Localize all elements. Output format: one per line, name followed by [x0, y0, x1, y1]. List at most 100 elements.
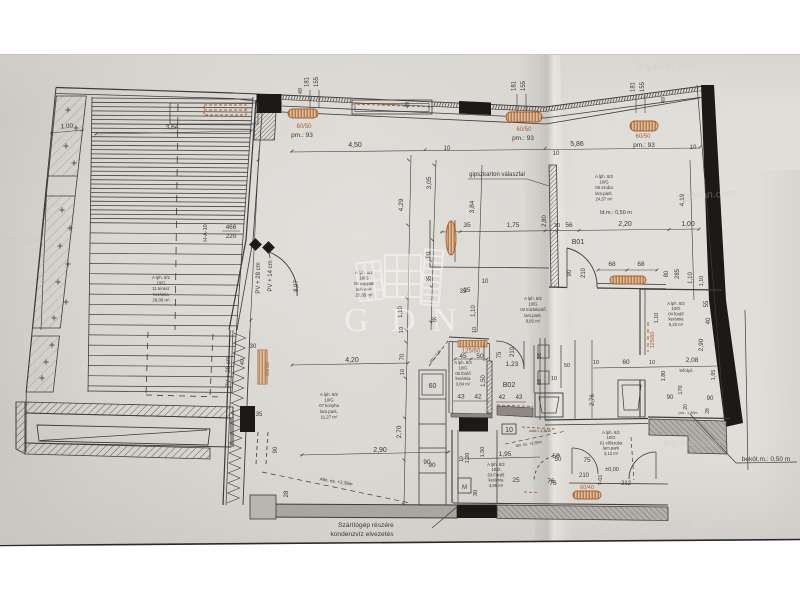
svg-text:lam.park.: lam.park. [595, 191, 613, 196]
svg-text:10/G: 10/G [156, 281, 166, 286]
svg-text:90: 90 [423, 459, 431, 466]
svg-text:ingatlan.com: ingatlan.com [637, 61, 697, 73]
svg-text:90: 90 [426, 251, 432, 258]
svg-text:49: 49 [240, 359, 246, 365]
svg-text:125/60: 125/60 [650, 332, 656, 349]
svg-text:68: 68 [637, 261, 645, 268]
svg-text:28: 28 [705, 408, 711, 414]
svg-text:10/G: 10/G [671, 306, 680, 311]
svg-text:2,08: 2,08 [686, 357, 699, 364]
svg-text:75: 75 [583, 457, 591, 464]
svg-text:80: 80 [664, 270, 670, 277]
svg-text:lefolyó: lefolyó [679, 368, 693, 373]
svg-text:10: 10 [649, 360, 655, 366]
svg-text:±0,00: ±0,00 [605, 467, 619, 473]
svg-text:181: 181 [631, 81, 637, 92]
svg-text:35: 35 [256, 412, 263, 418]
svg-text:ld.m.: 0,50 m: ld.m.: 0,50 m [600, 210, 632, 216]
svg-text:90: 90 [667, 395, 674, 401]
svg-text:76: 76 [549, 480, 557, 487]
svg-text:60: 60 [622, 359, 630, 366]
svg-text:1,10: 1,10 [398, 306, 404, 318]
svg-text:49: 49 [661, 97, 667, 103]
svg-text:1,00: 1,00 [681, 221, 695, 228]
svg-text:10: 10 [505, 427, 513, 434]
svg-text:ingatlan.com: ingatlan.com [631, 517, 691, 529]
svg-text:90: 90 [707, 396, 714, 402]
svg-text:1,50: 1,50 [480, 447, 486, 458]
svg-text:01 előszoba: 01 előszoba [600, 440, 623, 445]
svg-text:3,12 m²: 3,12 m² [604, 451, 619, 456]
svg-text:pm.: 1,30m: pm.: 1,30m [679, 411, 698, 415]
svg-text:T-01: T-01 [598, 474, 604, 485]
svg-text:42: 42 [474, 394, 482, 401]
svg-text:1,23: 1,23 [506, 361, 519, 368]
svg-text:40: 40 [706, 317, 712, 324]
svg-text:08 nappali: 08 nappali [354, 281, 374, 286]
svg-text:1,10: 1,10 [654, 313, 660, 324]
svg-text:10: 10 [551, 376, 557, 382]
svg-text:50: 50 [552, 453, 560, 460]
svg-text:1,75: 1,75 [507, 222, 520, 229]
svg-text:3,05: 3,05 [426, 176, 433, 189]
svg-text:B02: B02 [503, 382, 516, 389]
svg-text:kerámia: kerámia [489, 478, 505, 483]
svg-text:8,82 m²: 8,82 m² [526, 318, 541, 323]
svg-text:2,20: 2,20 [618, 221, 632, 228]
svg-text:ingatlan.com: ingatlan.com [676, 187, 736, 202]
svg-text:43: 43 [457, 394, 465, 401]
svg-text:lam.park: lam.park [356, 287, 373, 292]
svg-text:76: 76 [547, 478, 555, 485]
svg-text:3,64: 3,64 [166, 124, 179, 131]
svg-text:125/60: 125/60 [462, 349, 481, 355]
svg-text:G: G [344, 302, 369, 339]
svg-text:2,90: 2,90 [698, 338, 705, 351]
svg-text:3,84: 3,84 [469, 200, 476, 213]
svg-text:155: 155 [640, 81, 646, 92]
svg-text:10/G: 10/G [528, 302, 538, 307]
svg-text:10/G: 10/G [606, 435, 615, 440]
svg-text:49: 49 [405, 102, 411, 108]
svg-text:1,50: 1,50 [481, 375, 487, 387]
svg-text:10/G: 10/G [491, 467, 500, 472]
svg-text:466: 466 [226, 224, 237, 231]
svg-text:10/G: 10/G [359, 276, 369, 281]
svg-text:05 fürdő: 05 fürdő [455, 371, 471, 376]
svg-text:lam.park: lam.park [603, 446, 620, 451]
svg-text:B01: B01 [572, 239, 585, 246]
svg-text:35: 35 [431, 318, 438, 324]
svg-text:43: 43 [516, 395, 523, 401]
svg-text:30: 30 [473, 490, 479, 496]
svg-text:N: N [432, 302, 457, 339]
svg-text:20: 20 [683, 404, 689, 410]
svg-text:60/40: 60/40 [580, 485, 594, 491]
svg-text:A lph. 8/2: A lph. 8/2 [152, 275, 171, 280]
svg-text:2,80: 2,80 [542, 215, 548, 227]
svg-text:1,10: 1,10 [699, 276, 705, 287]
svg-text:49: 49 [298, 88, 304, 94]
svg-text:1,10: 1,10 [471, 305, 477, 317]
svg-text:50: 50 [564, 363, 570, 369]
svg-text:pm.: 93: pm.: 93 [512, 135, 534, 142]
svg-text:A lph. 8/2: A lph. 8/2 [602, 430, 620, 435]
svg-text:11.terasz: 11.terasz [152, 286, 169, 291]
svg-text:60/50: 60/50 [265, 362, 271, 376]
svg-text:210: 210 [510, 346, 516, 357]
svg-text:D: D [391, 302, 416, 339]
svg-text:70: 70 [400, 353, 406, 360]
svg-text:10/G: 10/G [324, 398, 334, 403]
svg-text:50: 50 [555, 457, 562, 463]
svg-text:10: 10 [459, 456, 465, 462]
svg-text:28,08 m²: 28,08 m² [153, 297, 171, 302]
svg-text:pm.: 93: pm.: 93 [633, 142, 655, 149]
svg-text:90: 90 [273, 446, 279, 453]
svg-text:M: M [462, 485, 467, 491]
svg-text:170: 170 [678, 385, 684, 394]
svg-text:10: 10 [482, 279, 489, 285]
svg-text:60/50: 60/50 [296, 124, 312, 130]
svg-text:68: 68 [608, 261, 616, 268]
svg-text:8,97: 8,97 [294, 280, 300, 292]
svg-text:60/50: 60/50 [635, 134, 651, 140]
svg-text:4,29: 4,29 [398, 198, 405, 211]
svg-text:10: 10 [399, 327, 405, 333]
